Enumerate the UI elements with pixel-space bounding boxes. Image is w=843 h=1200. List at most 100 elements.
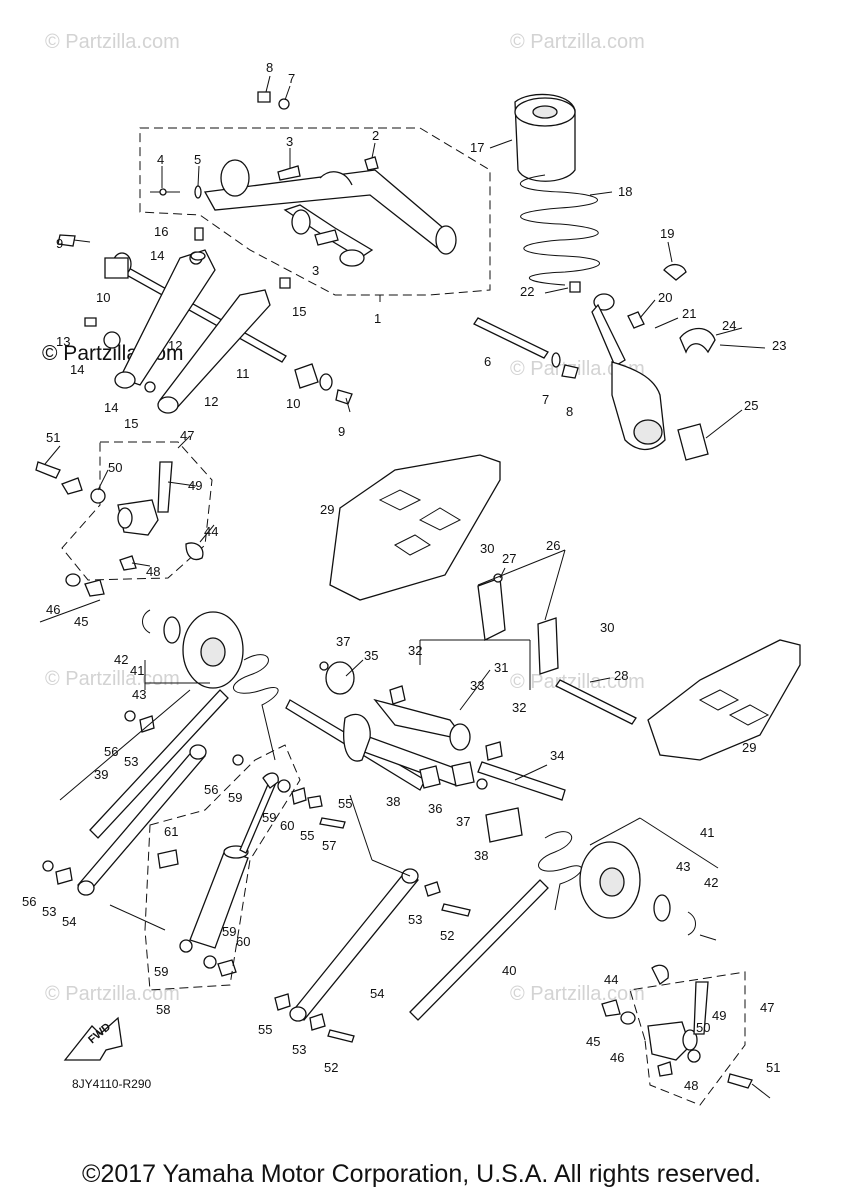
callout: 55 — [338, 796, 352, 811]
callout: 14 — [150, 248, 164, 263]
callout: 53 — [42, 904, 56, 919]
callout: 50 — [108, 460, 122, 475]
callout: 41 — [700, 825, 714, 840]
callout: 30 — [600, 620, 614, 635]
callout: 38 — [474, 848, 488, 863]
callout: 13 — [56, 334, 70, 349]
watermark: © Partzilla.com — [510, 31, 645, 53]
rear-shock-absorber — [514, 93, 716, 461]
pin-and-washer — [150, 156, 379, 199]
callout: 59 — [262, 810, 276, 825]
cross-shaft-11 — [103, 249, 287, 414]
callout: 42 — [704, 875, 718, 890]
callout: 53 — [124, 754, 138, 769]
callout: 48 — [684, 1078, 698, 1093]
callout: 9 — [338, 424, 345, 439]
callout: 38 — [386, 794, 400, 809]
watermark: © Partzilla.com — [45, 983, 180, 1005]
callout: 7 — [288, 71, 295, 86]
callout: 8 — [566, 404, 573, 419]
callout: 43 — [676, 859, 690, 874]
callout: 32 — [512, 700, 526, 715]
callout: 59 — [228, 790, 242, 805]
callout: 45 — [74, 614, 88, 629]
callout: 44 — [204, 524, 218, 539]
callout: 15 — [292, 304, 306, 319]
arm-bracket-47 — [35, 461, 204, 597]
callout: 48 — [146, 564, 160, 579]
callout: 10 — [96, 290, 110, 305]
assembly-boundary-47-right — [629, 971, 746, 1106]
callout: 47 — [180, 428, 194, 443]
fwd-arrow-icon: FWD — [63, 1016, 123, 1061]
bushings-and-bolts — [57, 91, 579, 413]
callout: 51 — [46, 430, 60, 445]
callout: 31 — [494, 660, 508, 675]
track-rail-right — [647, 639, 801, 761]
upper-arm-part — [203, 159, 457, 267]
callout: 2 — [372, 128, 379, 143]
callout: 60 — [236, 934, 250, 949]
callout: 54 — [370, 986, 384, 1001]
callout: 15 — [124, 416, 138, 431]
shaft-28 — [555, 679, 637, 725]
callout: 37 — [336, 634, 350, 649]
rear-arm-assembly — [285, 661, 566, 843]
leader-lines-lower — [39, 435, 719, 941]
copyright-notice: ©2017 Yamaha Motor Corporation, U.S.A. A… — [82, 1160, 761, 1188]
shock-absorber-58 — [157, 754, 346, 977]
callout: 46 — [46, 602, 60, 617]
callout: 58 — [156, 1002, 170, 1017]
callout: 55 — [300, 828, 314, 843]
callout: 28 — [614, 668, 628, 683]
callout: 42 — [114, 652, 128, 667]
idler-wheel-41-right — [579, 841, 696, 936]
callout: 35 — [364, 648, 378, 663]
callout: 49 — [188, 478, 202, 493]
callout: 56 — [204, 782, 218, 797]
callout: 19 — [660, 226, 674, 241]
callout: 12 — [204, 394, 218, 409]
callout: 5 — [194, 152, 201, 167]
callout: 54 — [62, 914, 76, 929]
callout: 29 — [320, 502, 334, 517]
watermark: © Partzilla.com — [45, 31, 180, 53]
callout-numbers: 1 2 3 3 4 5 6 7 7 8 8 9 9 10 10 11 12 12… — [22, 60, 786, 1093]
callout: 25 — [744, 398, 758, 413]
callout: 56 — [104, 744, 118, 759]
watermark: © Partzilla.com — [510, 671, 645, 693]
callout: 11 — [236, 366, 250, 381]
callout: 37 — [456, 814, 470, 829]
callout: 9 — [56, 236, 63, 251]
arm-bracket-47-right — [601, 964, 771, 1099]
callout: 56 — [22, 894, 36, 909]
callout: 14 — [70, 362, 84, 377]
leader-lines-top — [161, 75, 766, 439]
callout: 1 — [374, 311, 381, 326]
callout: 7 — [542, 392, 549, 407]
callout: 8 — [266, 60, 273, 75]
callout: 3 — [286, 134, 293, 149]
callout: 46 — [610, 1050, 624, 1065]
link-arm-54-left — [42, 710, 207, 896]
callout: 4 — [157, 152, 164, 167]
callout: 33 — [470, 678, 484, 693]
callout: 53 — [292, 1042, 306, 1057]
callout: 24 — [722, 318, 736, 333]
callout: 44 — [604, 972, 618, 987]
watermarks: © Partzilla.com © Partzilla.com © Partzi… — [42, 31, 645, 1005]
callout: 59 — [154, 964, 168, 979]
callout: 39 — [94, 767, 108, 782]
callout: 17 — [470, 140, 484, 155]
callout: 22 — [520, 284, 534, 299]
track-rail-left — [329, 454, 501, 601]
diagram-code: 8JY4110-R290 — [72, 1077, 151, 1091]
callout: 57 — [322, 838, 336, 853]
callout: 34 — [550, 748, 564, 763]
callout: 52 — [440, 928, 454, 943]
callout: 40 — [502, 963, 516, 978]
callout: 29 — [742, 740, 756, 755]
callout: 36 — [428, 801, 442, 816]
callout: 55 — [258, 1022, 272, 1037]
